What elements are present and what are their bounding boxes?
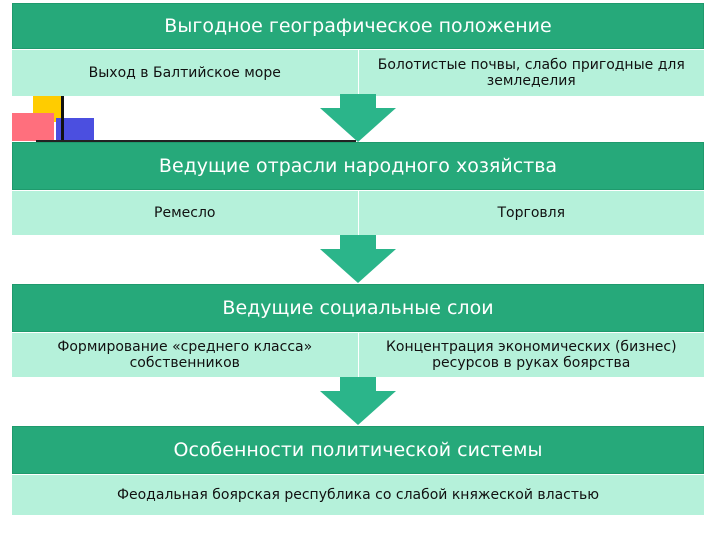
boyar-republic-cell: Феодальная боярская республика со слабой… (116, 486, 600, 503)
decor-pink-square (12, 113, 54, 141)
economy-row: Ремесло Торговля (12, 191, 704, 235)
decor-horizontal-line (36, 140, 356, 142)
geo-position-header: Выгодное географическое положение (12, 3, 704, 49)
down-arrow-icon (320, 235, 396, 283)
swampy-soils-cell: Болотистые почвы, слабо пригодные для зе… (357, 50, 705, 96)
economy-header: Ведущие отрасли народного хозяйства (12, 142, 704, 190)
down-arrow-icon (320, 94, 396, 142)
decor-vertical-line (61, 92, 64, 142)
social-layers-header: Ведущие социальные слои (12, 284, 704, 332)
middle-class-cell: Формирование «среднего класса» собственн… (57, 338, 313, 371)
political-system-row: Феодальная боярская республика со слабой… (12, 475, 704, 515)
geo-position-row: Выход в Балтийское море Болотистые почвы… (12, 50, 704, 96)
social-layers-row: Формирование «среднего класса» собственн… (12, 333, 704, 377)
trade-cell: Торговля (357, 191, 705, 235)
decor-blue-square (56, 118, 94, 140)
boyar-resources-cell: Концентрация экономических (бизнес) ресу… (357, 333, 705, 377)
down-arrow-icon (320, 377, 396, 425)
political-system-header: Особенности политической системы (12, 426, 704, 474)
baltic-access-cell: Выход в Балтийское море (88, 64, 281, 81)
crafts-cell: Ремесло (154, 204, 216, 221)
